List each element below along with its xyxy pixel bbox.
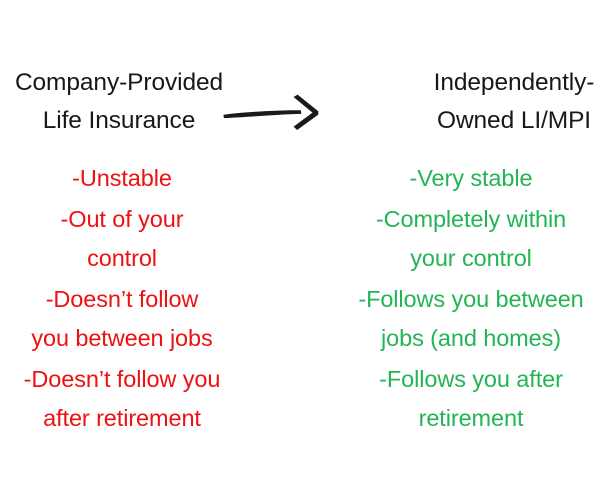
bullet-list-left: -Unstable -Out of your control -Doesn’t … <box>0 159 272 439</box>
bullet-item: -Doesn’t follow you between jobs <box>31 285 213 352</box>
bullet-item: -Unstable <box>72 165 172 191</box>
bullet-item: -Very stable <box>409 165 533 191</box>
column-heading-right: Independently- Owned LI/MPI <box>433 69 595 134</box>
bullet-item: -Out of your control <box>60 205 184 272</box>
column-heading-left: Company-Provided Life Insurance <box>14 69 224 134</box>
bullet-item: -Completely within your control <box>375 205 567 272</box>
column-company-provided: Company-Provided Life Insurance -Unstabl… <box>0 69 272 439</box>
bullet-item: -Doesn’t follow you after retirement <box>23 365 221 432</box>
column-independently-owned: Independently- Owned LI/MPI -Very stable… <box>300 0 600 502</box>
bullet-item: -Follows you between jobs (and homes) <box>358 285 584 352</box>
bullet-item: -Follows you after retirement <box>379 365 563 432</box>
bullet-list-right: -Very stable -Completely within your con… <box>321 159 600 439</box>
